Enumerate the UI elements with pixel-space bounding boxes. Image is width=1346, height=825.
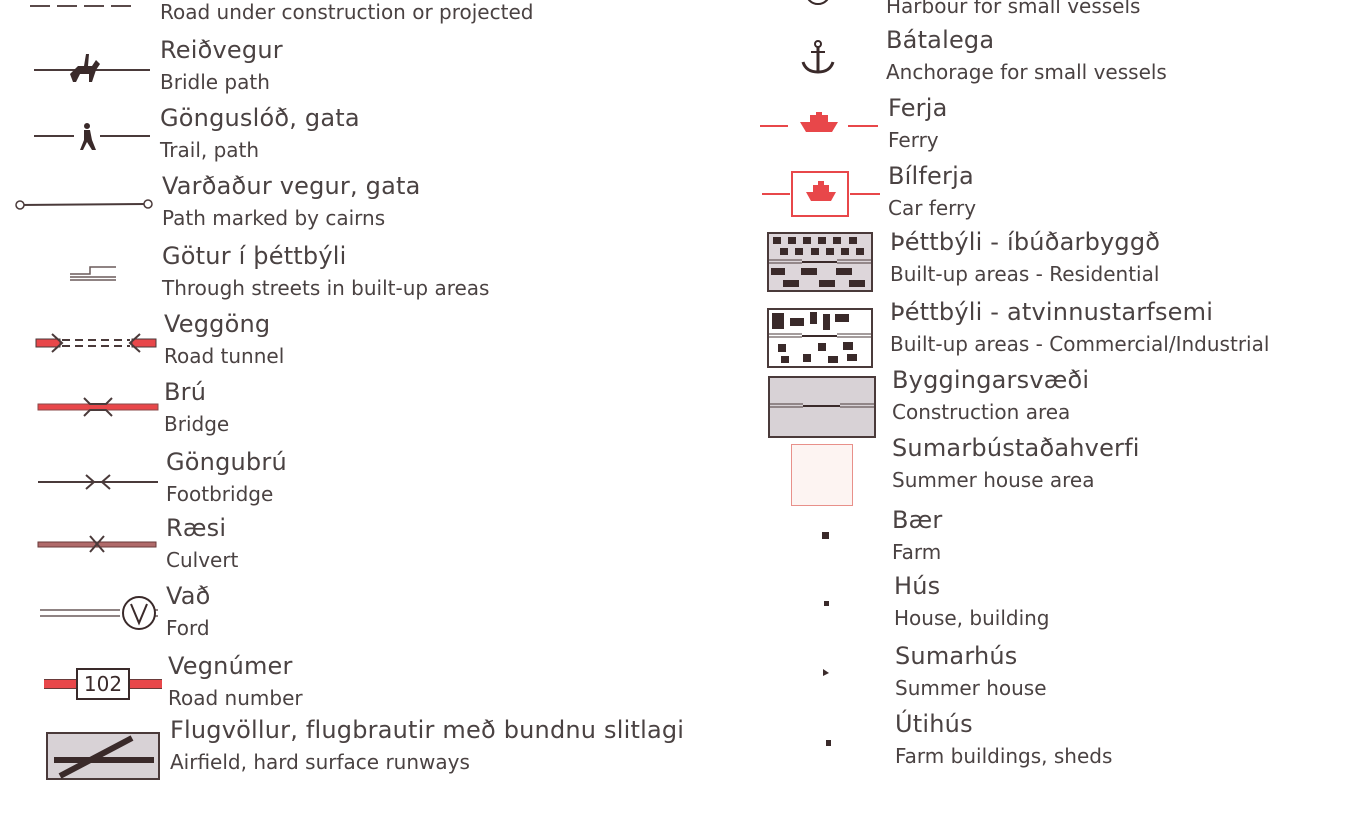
legend-title: Ræsi — [166, 514, 227, 542]
dashed-line-icon — [30, 5, 135, 7]
legend-subtitle: Summer house area — [892, 468, 1095, 492]
legend-title: Hús — [894, 572, 941, 600]
road-number-icon: 102 — [44, 668, 162, 700]
construction-area-icon — [768, 376, 876, 438]
legend-subtitle: Road tunnel — [164, 344, 285, 368]
legend-subtitle: Airfield, hard surface runways — [170, 750, 470, 774]
road-number-label: 102 — [76, 668, 130, 700]
legend-title: Byggingarsvæði — [892, 366, 1090, 394]
legend-subtitle: Path marked by cairns — [162, 206, 386, 230]
legend-subtitle: Farm buildings, sheds — [895, 744, 1113, 768]
legend-title: Þéttbýli - atvinnustarfsemi — [890, 298, 1214, 326]
legend-subtitle: Trail, path — [160, 138, 260, 162]
legend-subtitle: Anchorage for small vessels — [886, 60, 1167, 84]
legend-subtitle: Construction area — [892, 400, 1071, 424]
ferry-icon — [760, 112, 878, 132]
legend-title: Sumarbústaðahverfi — [892, 434, 1140, 462]
airfield-icon — [46, 732, 160, 780]
tunnel-icon — [35, 333, 157, 353]
farm-icon — [822, 532, 829, 539]
car-ferry-icon — [762, 171, 880, 217]
hiker-icon — [34, 123, 150, 150]
legend-subtitle: Footbridge — [166, 482, 274, 506]
legend-subtitle: Built-up areas - Residential — [890, 262, 1160, 286]
legend-subtitle: Car ferry — [888, 196, 977, 220]
legend-title: Brú — [164, 378, 207, 406]
farm-buildings-icon — [826, 740, 831, 746]
legend-title: Þéttbýli - íbúðarbyggð — [890, 228, 1161, 256]
culvert-icon — [37, 535, 157, 553]
legend-title: Gönguslóð, gata — [160, 104, 360, 132]
legend-subtitle: Road number — [168, 686, 303, 710]
legend-subtitle: Road under construction or projected — [160, 0, 534, 24]
legend-subtitle: House, building — [894, 606, 1050, 630]
legend-title: Sumarhús — [895, 642, 1018, 670]
harbour-icon — [807, 0, 829, 5]
legend-title: Bílferja — [888, 162, 974, 190]
footbridge-icon — [38, 474, 158, 490]
legend-subtitle: Harbour for small vessels — [886, 0, 1141, 18]
house-icon — [824, 601, 829, 606]
summer-house-icon — [823, 669, 829, 676]
legend-subtitle: Culvert — [166, 548, 239, 572]
commercial-area-icon — [767, 308, 873, 368]
residential-area-icon — [767, 232, 873, 292]
anchor-icon — [801, 40, 835, 74]
legend-title: Ferja — [888, 94, 948, 122]
legend-title: Bær — [892, 506, 943, 534]
legend-subtitle: Ford — [166, 616, 210, 640]
legend-title: Útihús — [895, 710, 973, 738]
legend-title: Vað — [166, 582, 211, 610]
cairn-path-icon — [15, 199, 153, 210]
legend-title: Vegnúmer — [168, 652, 293, 680]
legend-title: Varðaður vegur, gata — [162, 172, 421, 200]
legend-title: Götur í þéttbýli — [162, 242, 347, 270]
legend-subtitle: Built-up areas - Commercial/Industrial — [890, 332, 1270, 356]
horse-rider-icon — [34, 54, 150, 82]
legend-subtitle: Bridge — [164, 412, 230, 436]
legend-title: Reiðvegur — [160, 36, 283, 64]
summer-house-area-icon — [791, 444, 853, 506]
bridge-icon — [37, 397, 159, 417]
legend-subtitle: Ferry — [888, 128, 939, 152]
legend-subtitle: Bridle path — [160, 70, 270, 94]
legend-subtitle: Summer house — [895, 676, 1047, 700]
legend-title: Flugvöllur, flugbrautir með bundnu slitl… — [170, 716, 685, 744]
ford-icon — [40, 596, 158, 630]
legend-title: Göngubrú — [166, 448, 287, 476]
legend-subtitle: Farm — [892, 540, 942, 564]
legend-title: Bátalega — [886, 26, 995, 54]
legend-subtitle: Through streets in built-up areas — [162, 276, 490, 300]
legend-title: Veggöng — [164, 310, 271, 338]
street-icon — [70, 266, 116, 281]
